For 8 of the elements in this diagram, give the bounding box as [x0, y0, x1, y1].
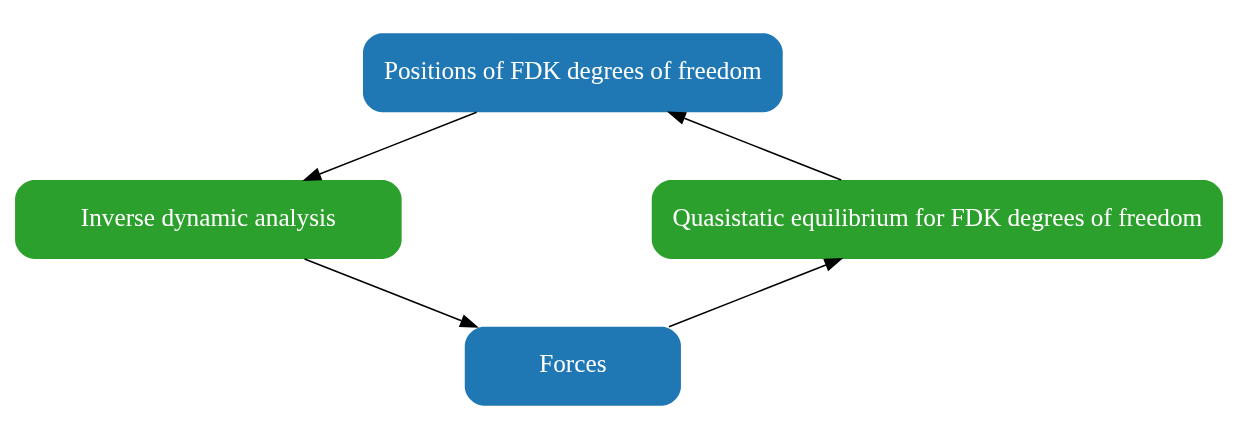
node-box: Inverse dynamic analysis	[15, 179, 402, 259]
arrow	[668, 257, 844, 328]
node-box: Positions of FDK degrees of freedom	[363, 32, 783, 112]
arrow	[302, 110, 478, 181]
arrow	[303, 257, 479, 328]
arrow	[666, 110, 842, 181]
node-box: Forces	[464, 326, 681, 406]
node-box: Quasistatic equilibrium for FDK degrees of freedom	[651, 179, 1223, 259]
